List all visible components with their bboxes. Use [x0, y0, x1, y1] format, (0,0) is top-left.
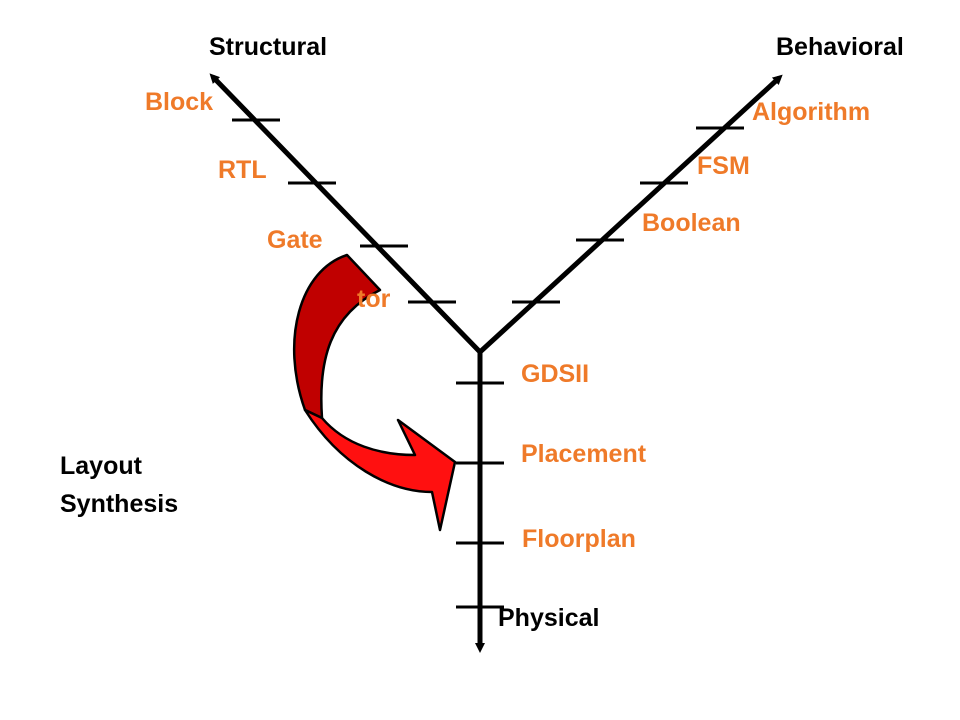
level-floorplan-label: Floorplan [522, 525, 636, 553]
synthesis-arrow-bright-part [303, 408, 457, 532]
physical-axis-label: Physical [498, 604, 599, 632]
level-rtl-label: RTL [218, 156, 267, 184]
level-gdsii-label: GDSII [521, 360, 589, 388]
level-boolean-label: Boolean [642, 209, 741, 237]
level-transistor-label: tor [357, 285, 391, 313]
level-block-label: Block [145, 88, 213, 116]
layout-synthesis-label-line2: Synthesis [60, 490, 178, 518]
behavioral-axis-label: Behavioral [776, 33, 904, 61]
structural-axis [209, 73, 482, 354]
level-fsm-label: FSM [697, 152, 750, 180]
level-algorithm-label: Algorithm [752, 98, 870, 126]
layout-synthesis-label-line1: Layout [60, 452, 143, 480]
synthesis-arrow [293, 253, 457, 532]
level-placement-label: Placement [521, 440, 647, 468]
tick-marks [232, 118, 744, 609]
structural-axis-label: Structural [209, 33, 327, 61]
level-gate-label: Gate [267, 226, 323, 254]
synthesis-arrow-dark-part [293, 253, 382, 420]
axes [209, 73, 783, 653]
behavioral-axis [478, 74, 783, 354]
